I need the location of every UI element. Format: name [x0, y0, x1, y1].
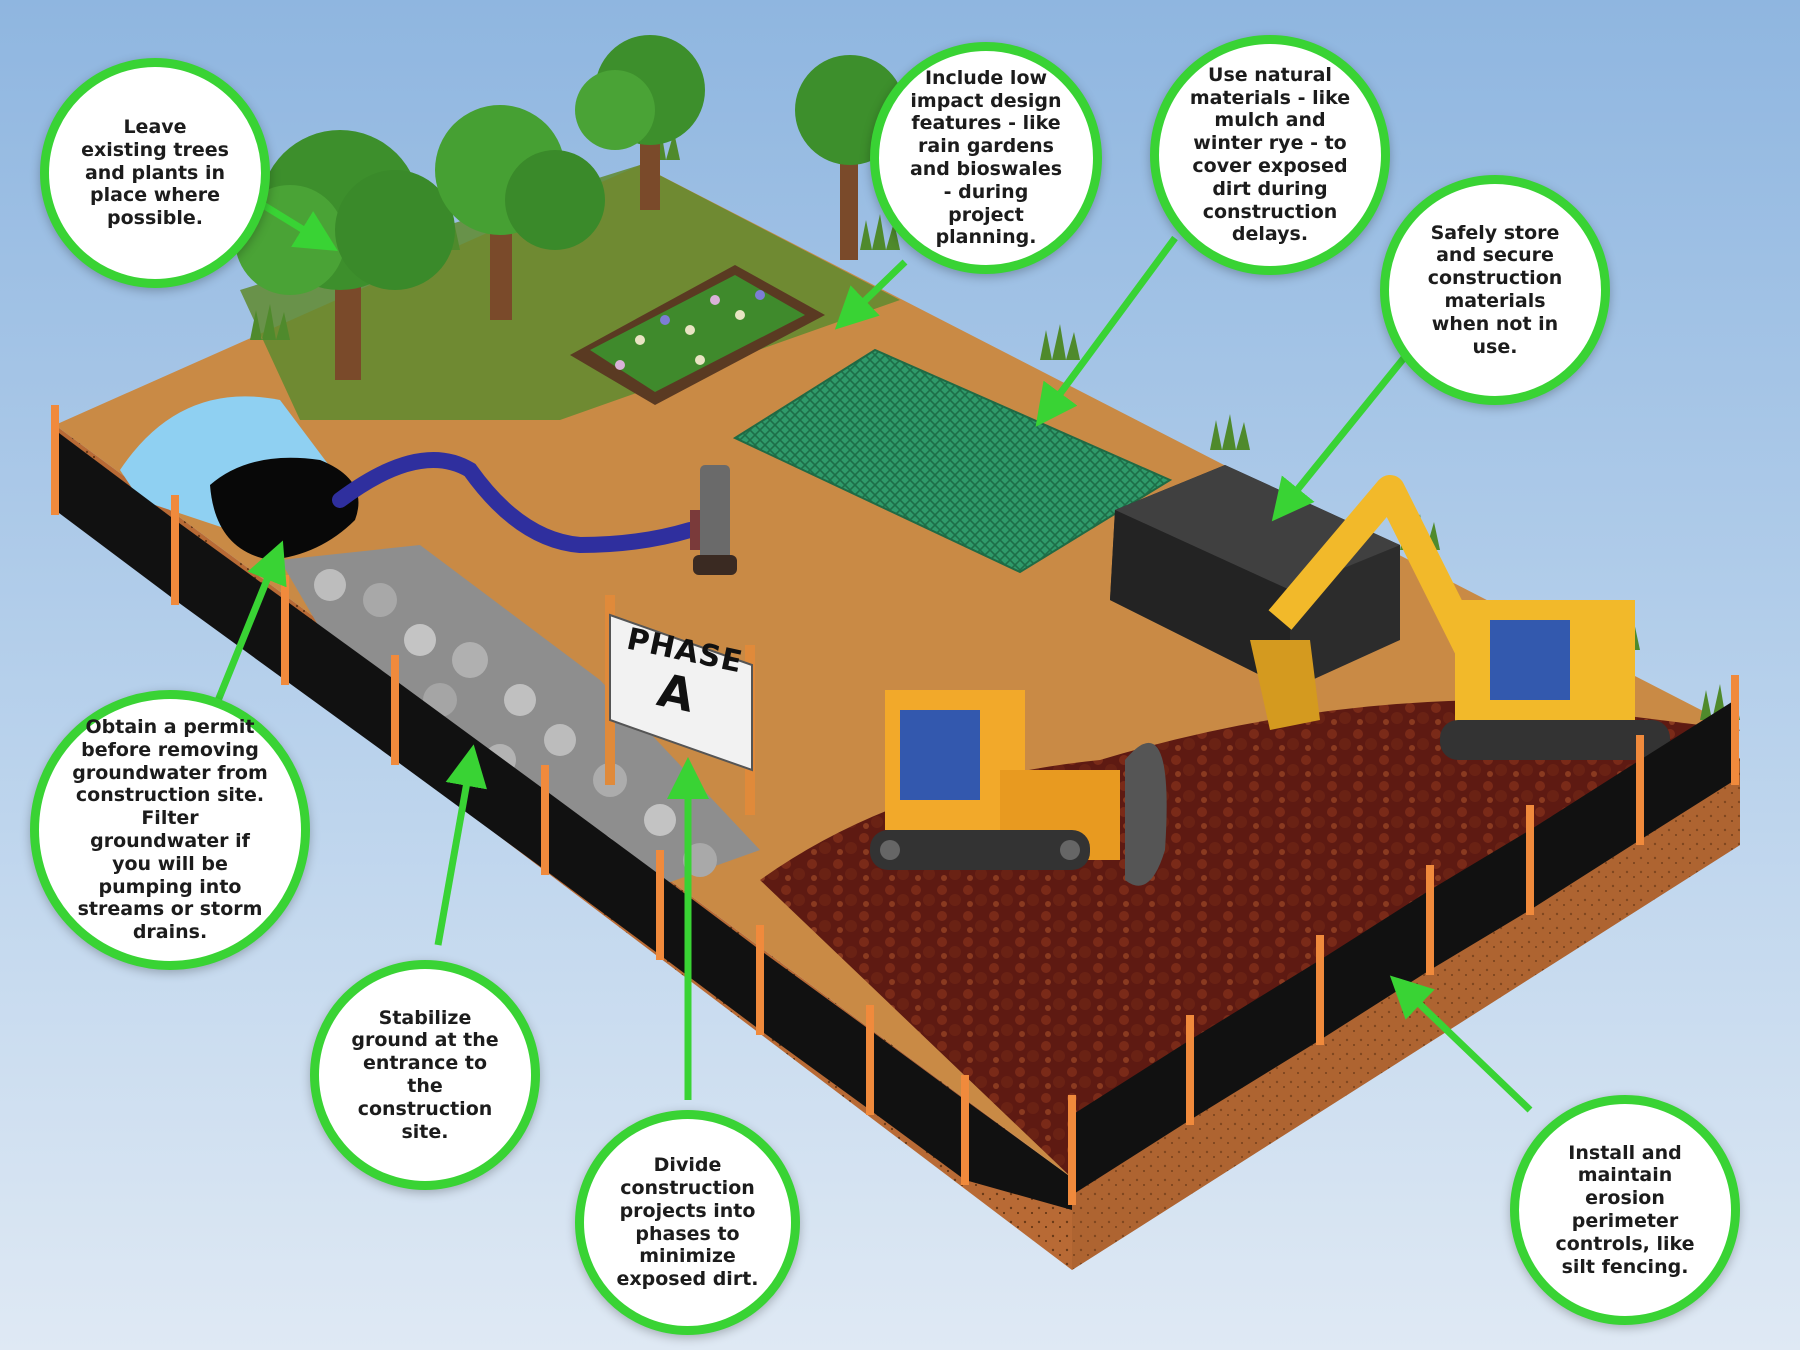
- bulldozer: [870, 690, 1167, 886]
- callout-perimeter-text: Install and maintain erosion perimeter c…: [1555, 1141, 1695, 1278]
- rain-garden: [570, 265, 825, 405]
- callout-groundwater: Obtain a permit before removing groundwa…: [30, 690, 310, 970]
- arrow-perimeter: [1389, 975, 1533, 1113]
- arrow-groundwater: [211, 540, 287, 710]
- callout-natural-materials: Use natural materials - like mulch and w…: [1150, 35, 1390, 275]
- fence-posts: [51, 405, 1739, 1205]
- arrow-store-materials: [1271, 345, 1415, 522]
- silt-fence-front-right: [1072, 700, 1735, 1195]
- callout-arrows: [211, 197, 1533, 1113]
- arrow-stabilize: [434, 744, 488, 946]
- callout-trees-text: Leave existing trees and plants in place…: [81, 116, 229, 230]
- erosion-control-mat: [732, 348, 1173, 574]
- callout-store-materials: Safely store and secure construction mat…: [1380, 175, 1610, 405]
- arrow-trees: [253, 197, 338, 252]
- dewatering-filter: [120, 396, 737, 575]
- callout-stabilize: Stabilize ground at the entrance to the …: [310, 960, 540, 1190]
- callout-natural-materials-text: Use natural materials - like mulch and w…: [1189, 63, 1351, 246]
- callout-perimeter: Install and maintain erosion perimeter c…: [1510, 1095, 1740, 1325]
- callout-low-impact-text: Include low impact design features - lik…: [909, 66, 1063, 249]
- callout-trees: Leave existing trees and plants in place…: [40, 58, 270, 288]
- callout-low-impact: Include low impact design features - lik…: [870, 42, 1102, 274]
- callout-store-materials-text: Safely store and secure construction mat…: [1427, 221, 1563, 358]
- callout-phases-text: Divide construction projects into phases…: [616, 1154, 759, 1291]
- callout-groundwater-text: Obtain a permit before removing groundwa…: [72, 716, 268, 944]
- excavator: [1250, 475, 1670, 760]
- trees: [235, 35, 905, 380]
- callout-phases: Divide construction projects into phases…: [575, 1110, 800, 1335]
- phase-sign: [605, 595, 755, 815]
- callout-stabilize-text: Stabilize ground at the entrance to the …: [351, 1006, 499, 1143]
- arrow-low-impact: [834, 259, 908, 330]
- arrow-natural-materials: [1035, 235, 1178, 427]
